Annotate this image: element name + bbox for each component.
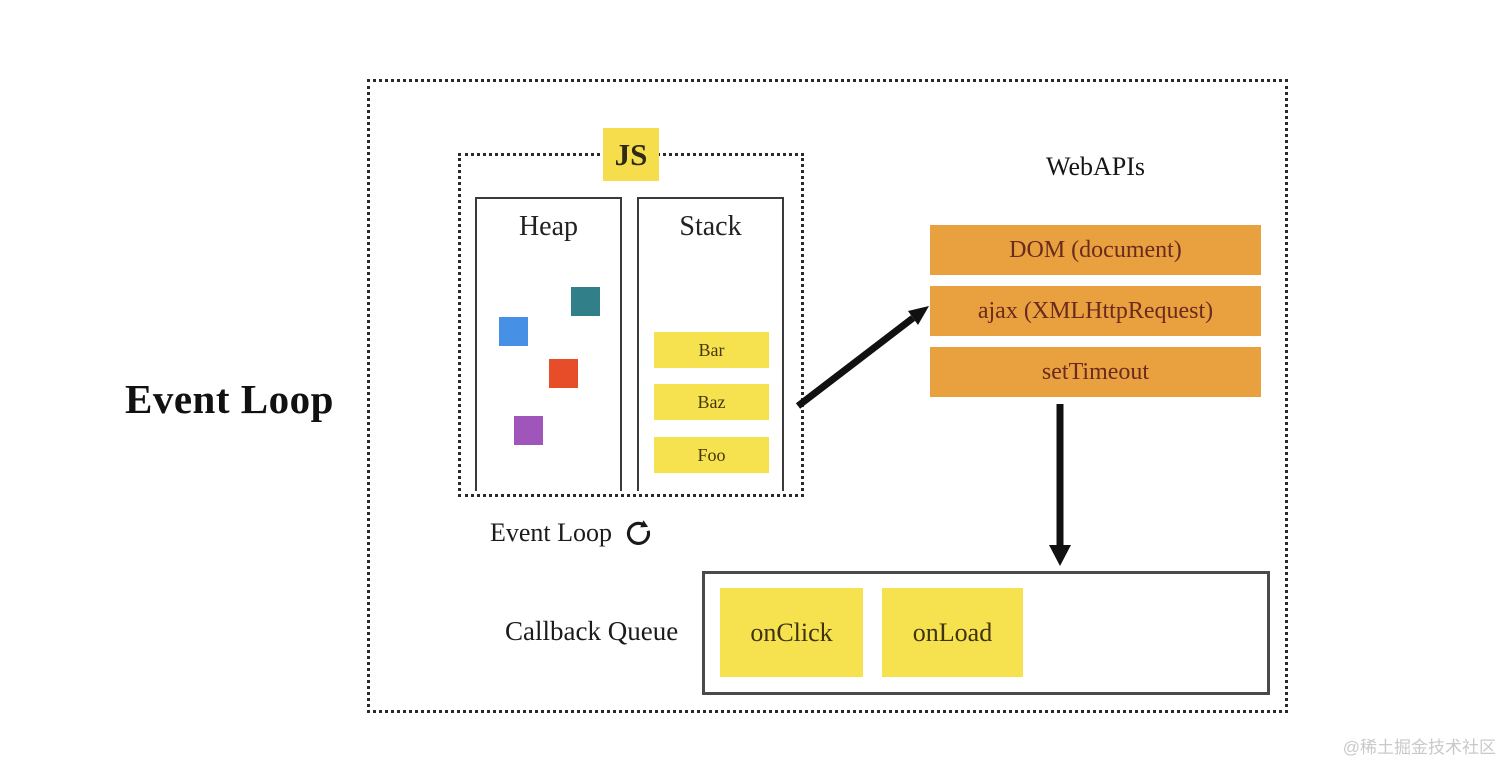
clockwise-loop-icon [623,517,654,548]
callback-queue-label: Callback Queue [505,616,679,646]
heap-object-square [499,317,528,346]
webapi-dom-box: DOM (document) [930,225,1261,275]
stack-box: Stack Bar Baz Foo [637,197,784,491]
callback-queue-item: onClick [720,588,863,677]
diagram-outer-frame [367,79,1288,713]
stack-frame: Foo [654,437,769,473]
stack-frame: Baz [654,384,769,420]
heap-object-square [549,359,578,388]
watermark: @稀土掘金技术社区 [1342,738,1496,757]
stack-frame: Bar [654,332,769,368]
heap-label: Heap [518,211,579,242]
webapi-settimeout-box: setTimeout [930,347,1261,397]
page-title: Event Loop [125,376,334,422]
event-loop-caption-label: Event Loop [490,517,613,547]
webapis-title: WebAPIs [1045,152,1145,181]
stack-label: Stack [679,211,742,242]
heap-object-square [514,416,543,445]
callback-queue-item: onLoad [882,588,1023,677]
js-badge: JS [603,128,659,181]
event-loop-caption: Event Loop [490,517,654,548]
webapi-ajax-box: ajax (XMLHttpRequest) [930,286,1261,336]
heap-object-square [571,287,600,316]
heap-box: Heap [475,197,622,491]
